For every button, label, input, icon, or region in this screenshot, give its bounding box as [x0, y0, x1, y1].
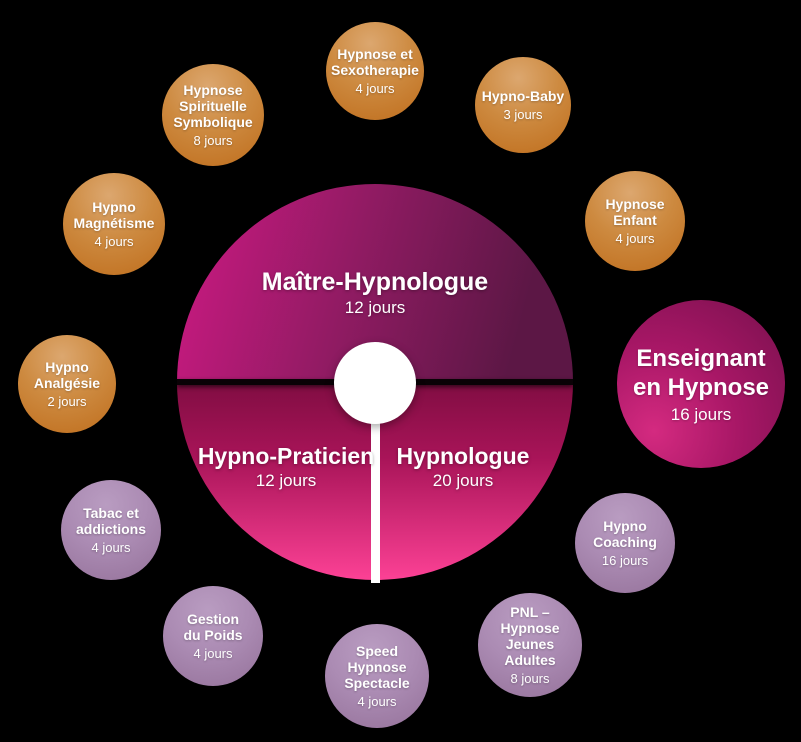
node-days: 4 jours [91, 540, 131, 555]
node-title: Tabac et addictions [75, 505, 146, 537]
node-speed-hypnose-spectacle: Speed Hypnose Spectacle 4 jours [325, 624, 429, 728]
node-title: Hypno Analgésie [33, 359, 101, 391]
node-days: 4 jours [615, 231, 655, 246]
node-hypnose-enfant: Hypnose Enfant 4 jours [585, 171, 685, 271]
segment-days: 12 jours [255, 471, 317, 490]
segment-label-hypnologue: Hypnologue 20 jours [363, 443, 563, 492]
node-hypnose-et-sexotherapie: Hypnose et Sexotherapie 4 jours [326, 22, 424, 120]
node-days: 8 jours [193, 133, 233, 148]
node-pnl-hypnose-jeunes-adultes: PNL – Hypnose Jeunes Adultes 8 jours [478, 593, 582, 697]
node-title: Hypno Magnétisme [73, 199, 155, 231]
node-days: 4 jours [355, 81, 395, 96]
segment-days: 12 jours [344, 298, 406, 317]
segment-label-hypno-praticien: Hypno-Praticien 12 jours [186, 443, 386, 492]
node-title: Speed Hypnose Spectacle [344, 643, 410, 691]
node-days: 3 jours [503, 107, 543, 122]
node-days: 8 jours [510, 671, 550, 686]
node-title: Hypnose Enfant [605, 196, 665, 228]
node-hypno-coaching: Hypno Coaching 16 jours [575, 493, 675, 593]
node-title: Hypnose et Sexotherapie [331, 46, 419, 78]
vertical-stem [371, 383, 380, 583]
node-hypno-analgesie: Hypno Analgésie 2 jours [18, 335, 116, 433]
node-days: 16 jours [670, 404, 732, 424]
node-hypno-magnetisme: Hypno Magnétisme 4 jours [63, 173, 165, 275]
node-gestion-du-poids: Gestion du Poids 4 jours [163, 586, 263, 686]
segment-title: Maître-Hypnologue [261, 268, 489, 296]
segment-title: Hypno-Praticien [197, 443, 375, 469]
node-days: 16 jours [601, 553, 649, 568]
node-title: Enseignant en Hypnose [632, 344, 770, 401]
node-title: PNL – Hypnose Jeunes Adultes [500, 604, 560, 668]
node-title: Hypnose Spirituelle Symbolique [173, 82, 253, 130]
node-title: Hypno-Baby [481, 88, 565, 104]
node-tabac-et-addictions: Tabac et addictions 4 jours [61, 480, 161, 580]
node-hypnose-spirituelle-symbolique: Hypnose Spirituelle Symbolique 8 jours [162, 64, 264, 166]
node-title: Gestion du Poids [183, 611, 243, 643]
center-hub [334, 342, 416, 424]
node-days: 4 jours [193, 646, 233, 661]
node-title: Hypno Coaching [593, 518, 657, 550]
segment-title: Hypnologue [396, 443, 530, 469]
node-days: 4 jours [94, 234, 134, 249]
node-days: 4 jours [357, 694, 397, 709]
node-hypno-baby: Hypno-Baby 3 jours [475, 57, 571, 153]
node-enseignant-en-hypnose: Enseignant en Hypnose 16 jours [617, 300, 785, 468]
node-days: 2 jours [47, 394, 87, 409]
segment-days: 20 jours [432, 471, 494, 490]
segment-label-maitre-hypnologue: Maître-Hypnologue 12 jours [175, 268, 575, 319]
